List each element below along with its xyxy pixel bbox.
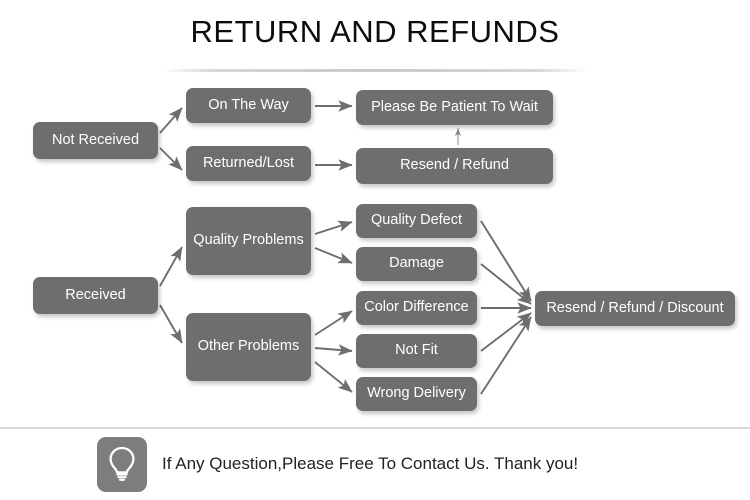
edge-received-to-quality-problems [159, 246, 183, 287]
edge-other-problems-to-color-difference [314, 310, 353, 336]
title-divider [162, 69, 588, 72]
footer-text: If Any Question,Please Free To Contact U… [162, 454, 579, 473]
edge-damage-to-final [480, 263, 532, 305]
footer-divider [0, 427, 750, 429]
node-color-difference[interactable]: Color Difference [356, 291, 477, 325]
node-quality-defect[interactable]: Quality Defect [356, 204, 477, 238]
edge-wrong-delivery-to-final [480, 316, 532, 395]
node-not-fit[interactable]: Not Fit [356, 334, 477, 368]
node-not-received[interactable]: Not Received [33, 122, 158, 159]
node-resend-refund[interactable]: Resend / Refund [356, 148, 553, 184]
edge-quality-problems-to-quality-defect [314, 220, 353, 235]
node-wrong-delivery[interactable]: Wrong Delivery [356, 377, 477, 411]
node-on-the-way[interactable]: On The Way [186, 88, 311, 123]
edge-not-received-to-on-the-way [159, 107, 183, 134]
node-quality-problems[interactable]: Quality Problems [186, 207, 311, 275]
page-title: RETURN AND REFUNDS [190, 14, 560, 49]
edge-received-to-other-problems [159, 304, 183, 344]
edge-other-problems-to-not-fit [314, 344, 353, 356]
node-please-be-patient-to-wait[interactable]: Please Be Patient To Wait [356, 90, 553, 125]
edge-quality-problems-to-damage [314, 247, 353, 264]
lightbulb-icon [97, 436, 147, 492]
edge-quality-defect-to-final [480, 220, 532, 302]
node-resend-refund-discount[interactable]: Resend / Refund / Discount [535, 291, 735, 326]
edge-other-problems-to-wrong-delivery [314, 361, 353, 393]
node-damage[interactable]: Damage [356, 247, 477, 281]
edge-not-fit-to-final [480, 312, 532, 352]
footer-contact-banner: If Any Question,Please Free To Contact U… [97, 435, 657, 493]
edge-not-received-to-returned-lost [159, 147, 183, 171]
node-returned-lost[interactable]: Returned/Lost [186, 146, 311, 181]
node-other-problems[interactable]: Other Problems [186, 313, 311, 381]
node-received[interactable]: Received [33, 277, 158, 314]
